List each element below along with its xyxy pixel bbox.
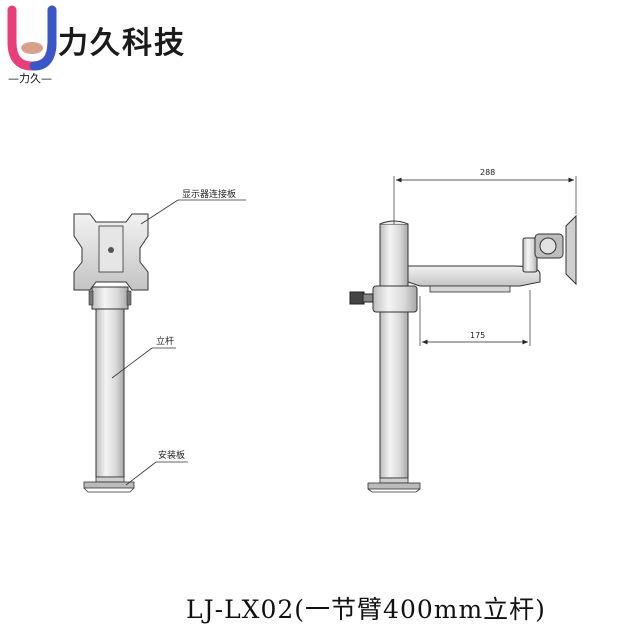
side-display-plate [565,214,577,286]
brand-name: 力久科技 [58,26,186,61]
side-pole [379,223,409,479]
dimension-overall: 288 [480,168,495,177]
arm [407,265,541,287]
brand-sub-label: —力久— [8,72,52,85]
callout-pole: 立杆 [156,335,174,347]
callout-mount-plate: 安装板 [158,449,185,461]
pole [95,308,125,478]
brand-logo [4,4,204,88]
dimension-arm: 175 [470,331,485,340]
side-clamp [372,285,418,313]
callout-display-plate: 显示器连接板 [182,188,236,200]
logo-u-icon [7,5,57,71]
side-view: 288 175 [349,168,577,493]
front-view: 显示器连接板 立杆 安装板 [73,188,246,493]
mount-plate [83,481,135,489]
model-title: LJ-LX02(一节臂400mm立杆) [186,595,546,624]
side-mount-plate [367,482,421,490]
handshake-icon [21,42,43,54]
pole-clamp [91,286,129,310]
